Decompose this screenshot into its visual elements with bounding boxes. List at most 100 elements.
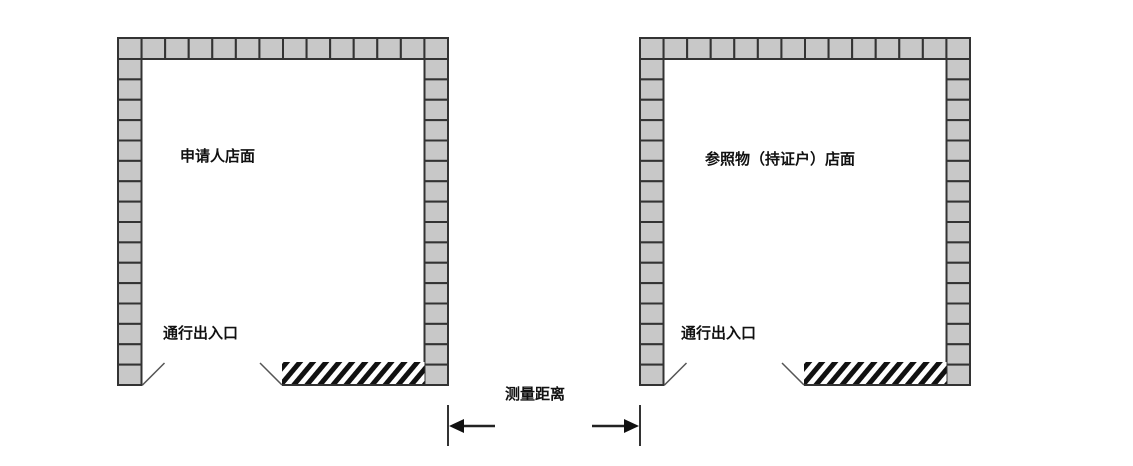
wall-brick xyxy=(945,119,971,142)
wall-brick xyxy=(639,241,665,264)
wall-brick xyxy=(117,78,143,101)
wall-brick xyxy=(945,78,971,101)
reference-storefront xyxy=(639,37,972,386)
wall-brick xyxy=(639,261,665,285)
wall-brick xyxy=(639,221,665,244)
door-right-swing xyxy=(781,362,805,386)
wall-brick xyxy=(258,37,284,60)
wall-brick xyxy=(117,221,143,244)
wall-brick xyxy=(117,282,143,305)
reference-storefront-label: 参照物（持证户）店面 xyxy=(705,150,855,168)
wall-brick xyxy=(305,37,332,60)
wall-brick xyxy=(945,261,971,285)
wall-brick xyxy=(898,37,924,60)
wall-brick xyxy=(117,98,143,122)
wall-brick xyxy=(211,37,237,60)
wall-brick xyxy=(423,302,449,325)
wall-brick xyxy=(117,37,143,60)
wall-brick xyxy=(945,200,971,223)
wall-brick xyxy=(945,241,971,264)
wall-brick xyxy=(827,37,854,60)
wall-brick xyxy=(945,322,971,346)
wall-brick xyxy=(376,37,402,60)
wall-brick xyxy=(639,119,665,142)
left-arrow-icon xyxy=(449,419,464,433)
wall-brick xyxy=(423,98,449,122)
wall-brick xyxy=(756,37,783,60)
wall-brick xyxy=(639,282,665,305)
measurement-dimension: 测量距离 xyxy=(447,385,641,446)
applicant-storefront xyxy=(117,37,449,386)
wall-brick xyxy=(945,159,971,183)
wall-brick xyxy=(117,322,143,346)
wall-brick xyxy=(140,37,167,60)
wall-brick xyxy=(423,159,449,183)
wall-brick xyxy=(164,37,190,60)
wall-brick xyxy=(639,302,665,325)
wall-brick xyxy=(639,78,665,101)
wall-brick xyxy=(662,37,689,60)
right-arrow-icon xyxy=(624,419,639,433)
wall-brick xyxy=(117,261,143,285)
wall-brick xyxy=(117,343,143,366)
wall-brick xyxy=(686,37,712,60)
wall-brick xyxy=(639,58,665,81)
wall-brick xyxy=(733,37,759,60)
wall-brick xyxy=(423,139,449,162)
wall-brick xyxy=(423,221,449,244)
door-left-swing xyxy=(141,362,166,386)
hatched-wall xyxy=(804,362,947,385)
wall-brick xyxy=(423,363,449,386)
wall-brick xyxy=(117,58,143,81)
wall-brick xyxy=(945,221,971,244)
wall-brick xyxy=(423,119,449,142)
wall-brick xyxy=(945,58,971,81)
wall-brick xyxy=(639,200,665,223)
wall-brick xyxy=(945,343,971,366)
wall-brick xyxy=(117,119,143,142)
wall-brick xyxy=(945,363,971,386)
wall-brick xyxy=(423,241,449,264)
wall-brick xyxy=(423,78,449,101)
wall-brick xyxy=(117,302,143,325)
door-right-swing xyxy=(259,362,283,386)
wall-brick xyxy=(352,37,379,60)
wall-brick xyxy=(945,139,971,162)
applicant-storefront-label: 申请人店面 xyxy=(180,147,255,165)
wall-brick xyxy=(874,37,901,60)
wall-brick xyxy=(639,180,665,203)
wall-brick xyxy=(921,37,948,60)
door-left-swing xyxy=(663,362,688,386)
wall-brick xyxy=(423,282,449,305)
reference-entrance-label: 通行出入口 xyxy=(681,324,756,342)
wall-brick xyxy=(851,37,877,60)
wall-brick xyxy=(945,37,972,60)
wall-brick xyxy=(639,322,665,346)
wall-brick xyxy=(117,159,143,183)
wall-brick xyxy=(945,98,971,122)
wall-brick xyxy=(117,200,143,223)
wall-brick xyxy=(117,363,143,386)
hatched-wall xyxy=(282,362,425,385)
wall-brick xyxy=(945,282,971,305)
wall-brick xyxy=(117,139,143,162)
wall-brick xyxy=(423,343,449,366)
wall-brick xyxy=(639,363,665,386)
wall-brick xyxy=(639,159,665,183)
applicant-entrance-label: 通行出入口 xyxy=(163,324,238,342)
wall-brick xyxy=(945,302,971,325)
wall-brick xyxy=(804,37,830,60)
wall-brick xyxy=(423,58,449,81)
measurement-label: 测量距离 xyxy=(505,385,565,403)
wall-brick xyxy=(329,37,355,60)
wall-brick xyxy=(423,261,449,285)
wall-brick xyxy=(187,37,214,60)
wall-brick xyxy=(117,180,143,203)
wall-brick xyxy=(945,180,971,203)
wall-brick xyxy=(639,98,665,122)
wall-brick xyxy=(282,37,308,60)
wall-brick xyxy=(117,241,143,264)
wall-brick xyxy=(423,322,449,346)
wall-brick xyxy=(639,343,665,366)
